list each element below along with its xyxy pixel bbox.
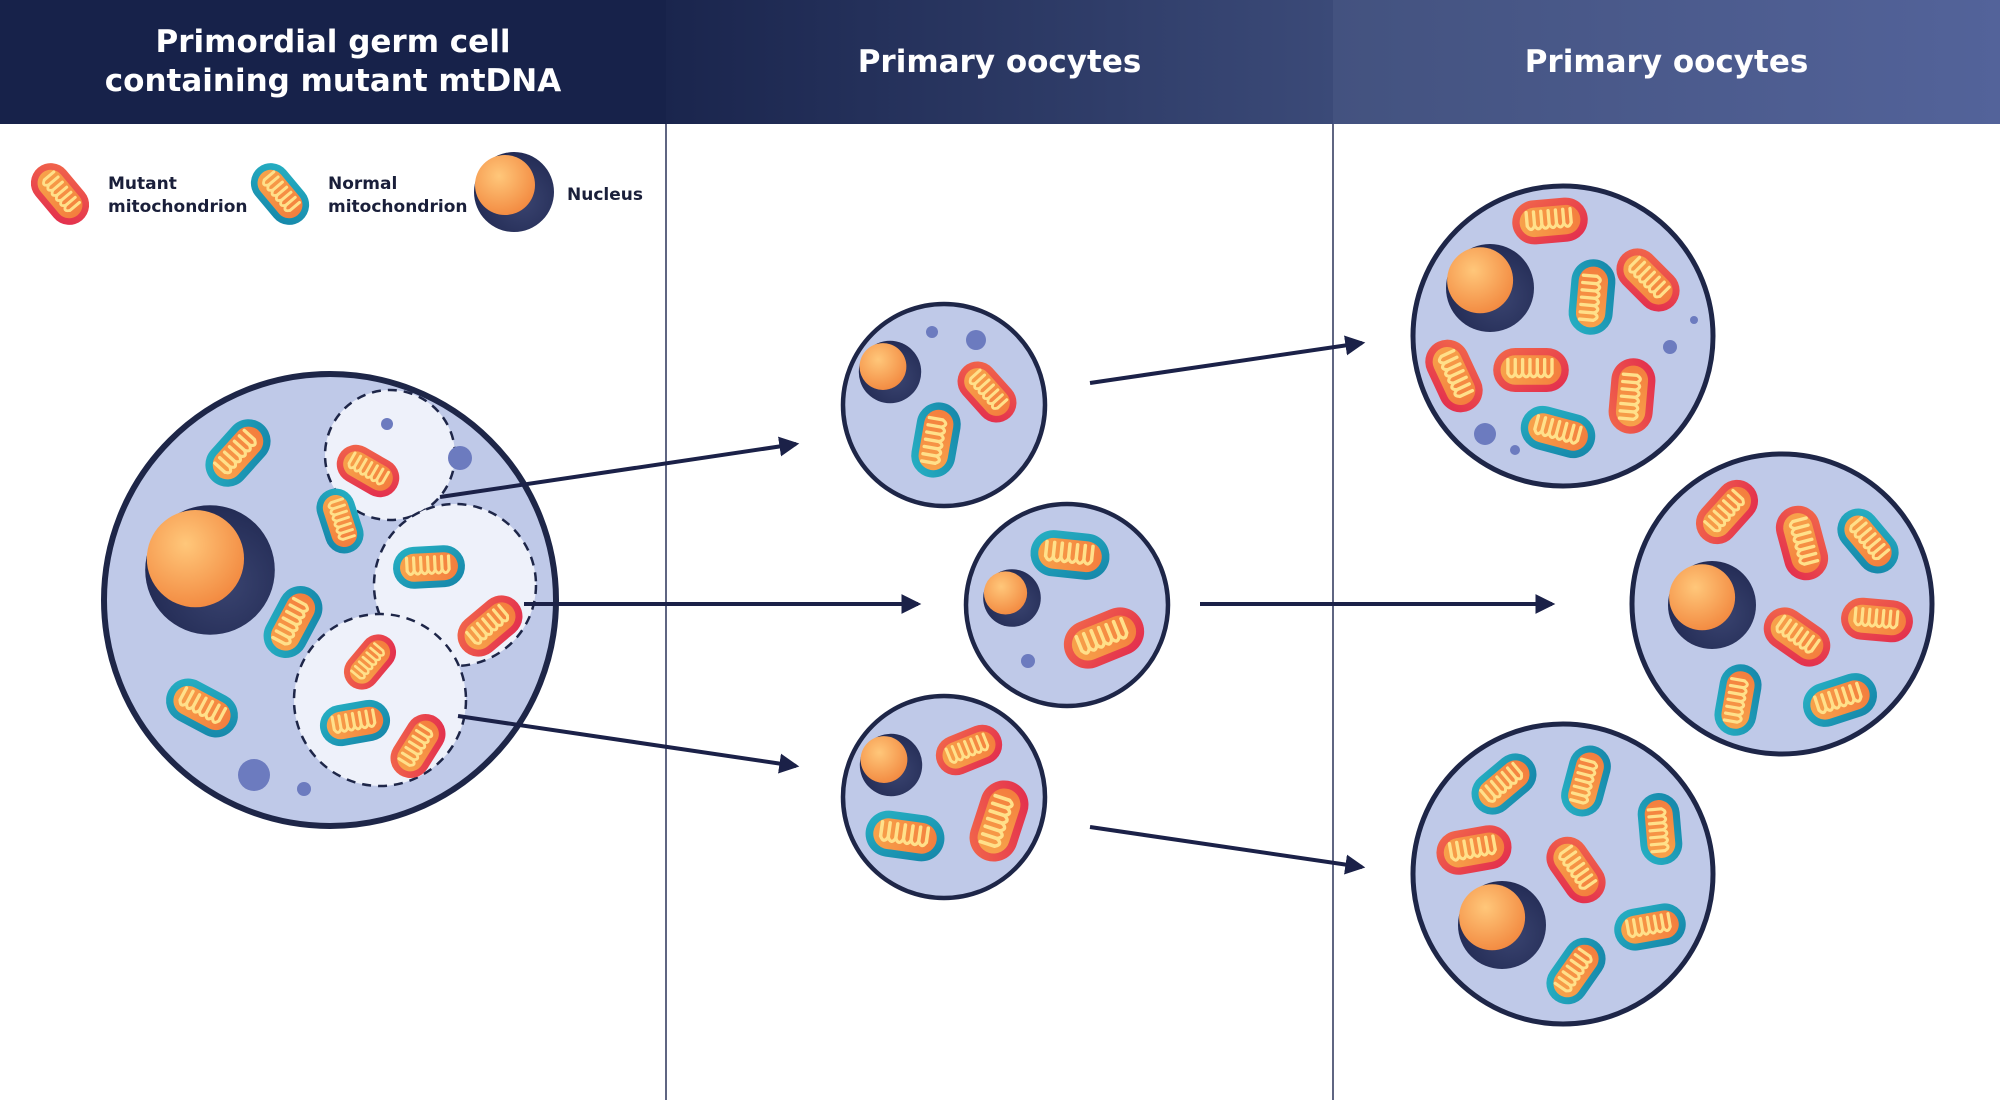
header-title: Primary oocytes <box>857 43 1142 80</box>
vesicle <box>1663 340 1677 354</box>
nucleus <box>1668 561 1756 649</box>
header-primary-oocytes-1: Primary oocytes <box>666 0 1333 124</box>
legend-normal-line1: Normal <box>328 174 397 194</box>
vesicle <box>1474 423 1496 445</box>
nucleus <box>1446 244 1534 332</box>
header-title: Primary oocytes <box>1524 43 1809 80</box>
header-primary-oocytes-2: Primary oocytes <box>1333 0 2000 124</box>
legend: Mutant mitochondrion Normal mitochondrio… <box>21 152 643 235</box>
vesicle <box>381 418 393 430</box>
oocyte-bottom <box>840 693 1048 901</box>
nucleus <box>983 569 1041 627</box>
arrow <box>457 714 800 774</box>
nucleus <box>858 340 922 404</box>
legend-nucleus: Nucleus <box>567 185 643 205</box>
oocyte-middle <box>963 501 1171 709</box>
primordial-germ-cell <box>101 371 559 829</box>
legend-mutant-icon <box>21 153 99 235</box>
vesicle <box>448 446 472 470</box>
arrows-pgc-to-oocytes <box>439 436 922 774</box>
arrow <box>1089 335 1366 385</box>
vesicle <box>1021 654 1035 668</box>
oocyte-large-middle <box>1629 451 1935 757</box>
vesicle <box>1690 316 1698 324</box>
oocyte-top <box>840 301 1048 509</box>
vesicle <box>966 330 986 350</box>
nucleus <box>859 733 923 797</box>
header-title: Primordial germ cell containing mutant m… <box>104 24 562 99</box>
oocyte-large-top <box>1410 183 1716 489</box>
legend-nucleus-icon <box>474 152 554 232</box>
vesicle <box>926 326 938 338</box>
header-primordial-germ-cell: Primordial germ cell containing mutant m… <box>0 0 666 124</box>
legend-mutant-line2: mitochondrion <box>108 197 247 217</box>
legend-mutant-line1: Mutant <box>108 174 177 194</box>
nucleus <box>1458 881 1546 969</box>
oocyte-large-bottom <box>1410 721 1716 1027</box>
legend-normal-line2: mitochondrion <box>328 197 467 217</box>
normal-mitochondrion <box>390 542 468 592</box>
arrow <box>1089 825 1366 875</box>
arrow <box>439 436 800 499</box>
legend-normal-icon <box>241 153 319 235</box>
vesicle <box>1510 445 1520 455</box>
mutant-mitochondrion <box>1491 346 1571 394</box>
arrows-oocytes-to-oocytes <box>1089 335 1556 875</box>
nucleus <box>145 505 275 635</box>
vesicle <box>297 782 311 796</box>
vesicle <box>238 759 270 791</box>
